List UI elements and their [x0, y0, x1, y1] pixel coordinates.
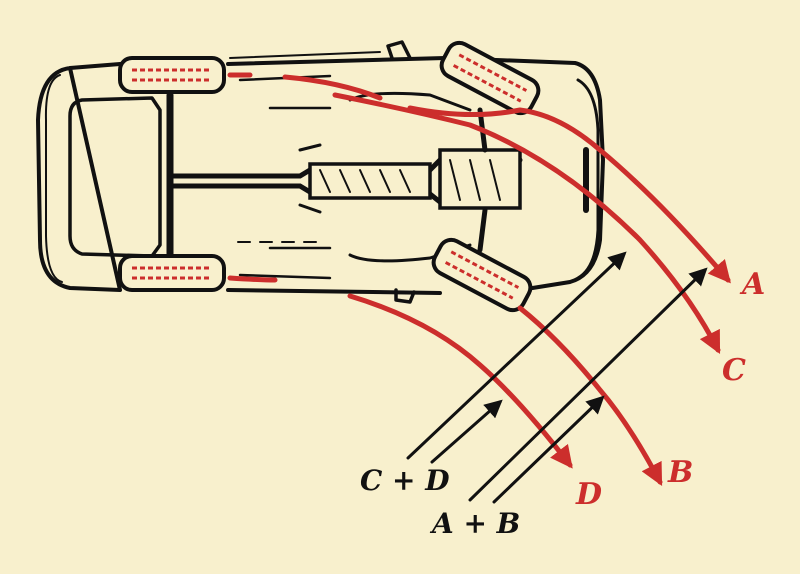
- rear-left-tire: [118, 56, 226, 94]
- force-arrow-ab-short: [492, 395, 605, 504]
- front-left-tire: [439, 40, 541, 116]
- force-arrows: [406, 251, 708, 504]
- force-arrow-cd-long: [406, 251, 627, 460]
- label-c: C: [722, 353, 746, 388]
- label-a: A: [742, 267, 766, 302]
- chassis: [166, 91, 523, 259]
- trajectory-d: [227, 275, 570, 465]
- label-b: B: [668, 455, 694, 490]
- label-d: D: [576, 477, 603, 512]
- trajectory-c: [332, 92, 721, 355]
- force-arrow-ab-long: [468, 267, 708, 502]
- force-arrow-cd-short: [430, 399, 503, 464]
- label-c-plus-d: C + D: [360, 464, 450, 497]
- rear-right-tire: [118, 254, 226, 292]
- trajectory-a: [227, 72, 728, 280]
- front-right-tire: [431, 237, 533, 313]
- label-a-plus-b: A + B: [432, 507, 521, 540]
